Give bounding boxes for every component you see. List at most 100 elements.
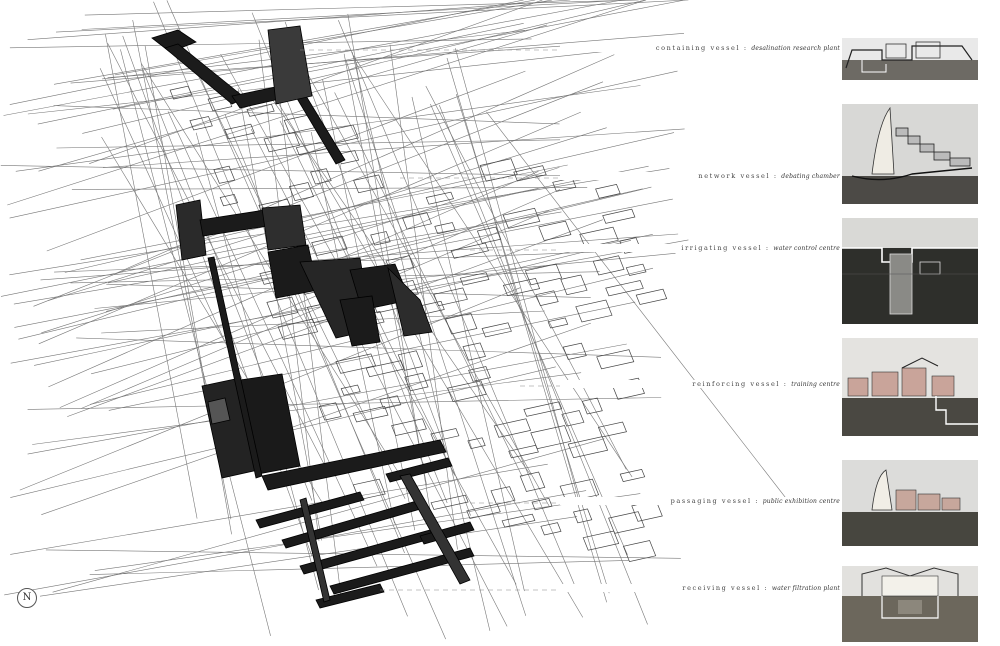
building-block bbox=[266, 296, 299, 319]
building-block bbox=[447, 380, 487, 403]
sketch-line bbox=[40, 233, 679, 281]
building-block bbox=[567, 436, 609, 459]
building-block bbox=[490, 486, 516, 505]
sketch-line bbox=[7, 0, 647, 206]
sketch-line bbox=[105, 188, 643, 312]
building-block bbox=[189, 116, 213, 131]
sketch-line bbox=[276, 76, 342, 602]
building-block bbox=[462, 342, 486, 361]
sketch-line bbox=[9, 70, 678, 219]
building-block bbox=[352, 405, 389, 423]
building-block bbox=[502, 207, 541, 229]
sketch-line bbox=[486, 111, 789, 502]
building-block bbox=[481, 322, 512, 338]
sketch-line bbox=[455, 48, 581, 504]
sketch-line bbox=[89, 560, 629, 575]
sketch-line bbox=[9, 168, 670, 276]
vessel-label-receiving: receiving vessel : water filtration plan… bbox=[560, 584, 840, 592]
building-blocks bbox=[169, 85, 668, 563]
sketch-line bbox=[71, 187, 588, 190]
building-block bbox=[538, 220, 572, 241]
sketch-line bbox=[107, 188, 538, 284]
sketch-line bbox=[141, 63, 399, 473]
building-block bbox=[619, 468, 646, 483]
building-block bbox=[622, 540, 657, 563]
sketch-line bbox=[353, 55, 633, 478]
building-block bbox=[335, 353, 377, 374]
sketch-line bbox=[439, 104, 648, 625]
sketch-line bbox=[166, 0, 446, 640]
building-block bbox=[560, 274, 588, 296]
sketch-line bbox=[81, 210, 549, 409]
building-block bbox=[605, 280, 644, 297]
building-block bbox=[523, 401, 563, 417]
building-block bbox=[246, 103, 275, 117]
vessel-label-containing: containing vessel : desalination researc… bbox=[560, 44, 840, 52]
building-block bbox=[519, 471, 546, 492]
sketch-line bbox=[112, 0, 685, 110]
building-block bbox=[530, 425, 572, 450]
sketch-line bbox=[33, 81, 604, 307]
building-block bbox=[501, 513, 536, 528]
sketch-line bbox=[3, 0, 623, 116]
section-thumbnail-reinforcing bbox=[842, 338, 978, 436]
building-block bbox=[508, 444, 539, 459]
building-block bbox=[531, 497, 553, 511]
building-block bbox=[597, 421, 627, 438]
sketch-line bbox=[237, 88, 323, 541]
building-block bbox=[561, 410, 585, 427]
building-block bbox=[219, 193, 239, 207]
sketch-line bbox=[272, 93, 584, 618]
building-block bbox=[365, 360, 405, 378]
sketch-line bbox=[167, 111, 378, 567]
building-block bbox=[562, 342, 587, 360]
vessel-label-network: network vessel : debating chamber bbox=[560, 172, 840, 180]
building-block bbox=[502, 277, 541, 297]
building-block bbox=[575, 299, 613, 323]
sketch-line bbox=[81, 0, 631, 30]
vessel-label-reinforcing: reinforcing vessel : training centre bbox=[560, 380, 840, 388]
building-block bbox=[602, 208, 636, 224]
building-block bbox=[433, 287, 468, 307]
building-block bbox=[467, 437, 486, 450]
section-thumbnail-irrigating bbox=[842, 218, 978, 324]
building-block bbox=[535, 290, 559, 307]
sketch-line bbox=[82, 0, 646, 134]
building-block bbox=[207, 94, 233, 112]
section-thumbnail-receiving bbox=[842, 566, 978, 642]
building-block bbox=[608, 511, 645, 534]
building-block bbox=[397, 350, 424, 371]
north-arrow-icon: N bbox=[17, 588, 37, 608]
sketch-line bbox=[48, 127, 607, 301]
building-block bbox=[353, 174, 385, 194]
building-block bbox=[430, 494, 469, 510]
sketch-line bbox=[338, 19, 576, 588]
building-block bbox=[310, 168, 332, 185]
building-block bbox=[425, 191, 454, 205]
sketch-line bbox=[84, 0, 639, 16]
building-block bbox=[370, 231, 391, 246]
building-block bbox=[476, 226, 502, 244]
building-block bbox=[579, 226, 619, 249]
building-block bbox=[493, 418, 532, 438]
building-block bbox=[430, 428, 460, 442]
building-block bbox=[459, 272, 490, 286]
sketch-line bbox=[107, 43, 328, 472]
building-block bbox=[224, 123, 255, 140]
sketch-line bbox=[105, 34, 198, 519]
building-block bbox=[479, 158, 518, 182]
sketch-line bbox=[27, 343, 627, 455]
section-thumbnail-passaging bbox=[842, 460, 978, 546]
building-block bbox=[434, 222, 456, 235]
leader-lines bbox=[300, 49, 840, 591]
building-block bbox=[450, 242, 489, 259]
sketch-line bbox=[153, 1, 408, 617]
sketch-line bbox=[39, 516, 578, 597]
sketch-line bbox=[425, 85, 627, 470]
building-block bbox=[340, 384, 361, 396]
building-block bbox=[573, 508, 593, 524]
building-block bbox=[582, 530, 620, 551]
section-thumbnail-containing bbox=[842, 38, 978, 80]
